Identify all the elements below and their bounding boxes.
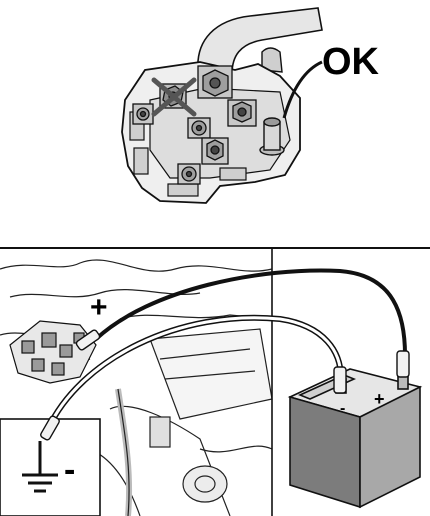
cable-grommet xyxy=(261,47,283,73)
positive-clamp-terminal xyxy=(75,329,101,351)
positive-jumper-cable xyxy=(94,268,407,378)
ground-minus-label: - xyxy=(64,451,75,489)
panel-divider xyxy=(0,247,430,249)
negative-clamp-battery xyxy=(333,366,347,394)
cross-out-mark xyxy=(151,77,197,117)
bottom-illustration-panel: - + + - xyxy=(0,249,430,516)
bolt-bottom xyxy=(177,163,201,185)
bolt-left xyxy=(132,103,154,125)
negative-clamp-ground xyxy=(40,415,60,441)
bolt-right-lower xyxy=(201,137,229,165)
ok-label: OK xyxy=(322,41,380,83)
ok-terminal-post xyxy=(259,117,285,156)
battery-minus-symbol: - xyxy=(340,400,345,417)
battery-plus-symbol: + xyxy=(374,389,385,409)
terminal-block-small xyxy=(9,320,97,384)
battery xyxy=(287,368,423,509)
bolt-right-upper xyxy=(227,99,257,127)
ok-pointer-line xyxy=(282,60,323,119)
jump-start-illustration: - + + - xyxy=(0,249,423,516)
negative-jumper-cable xyxy=(46,316,343,430)
main-cable xyxy=(197,7,323,75)
bolt-large-top xyxy=(197,65,233,99)
bolt-middle xyxy=(187,117,211,139)
terminal-box-illustration: OK xyxy=(121,7,380,204)
ground-icon xyxy=(22,441,58,493)
top-illustration-panel: OK xyxy=(0,0,430,232)
positive-label: + xyxy=(90,291,108,324)
positive-clamp-battery xyxy=(396,350,410,378)
